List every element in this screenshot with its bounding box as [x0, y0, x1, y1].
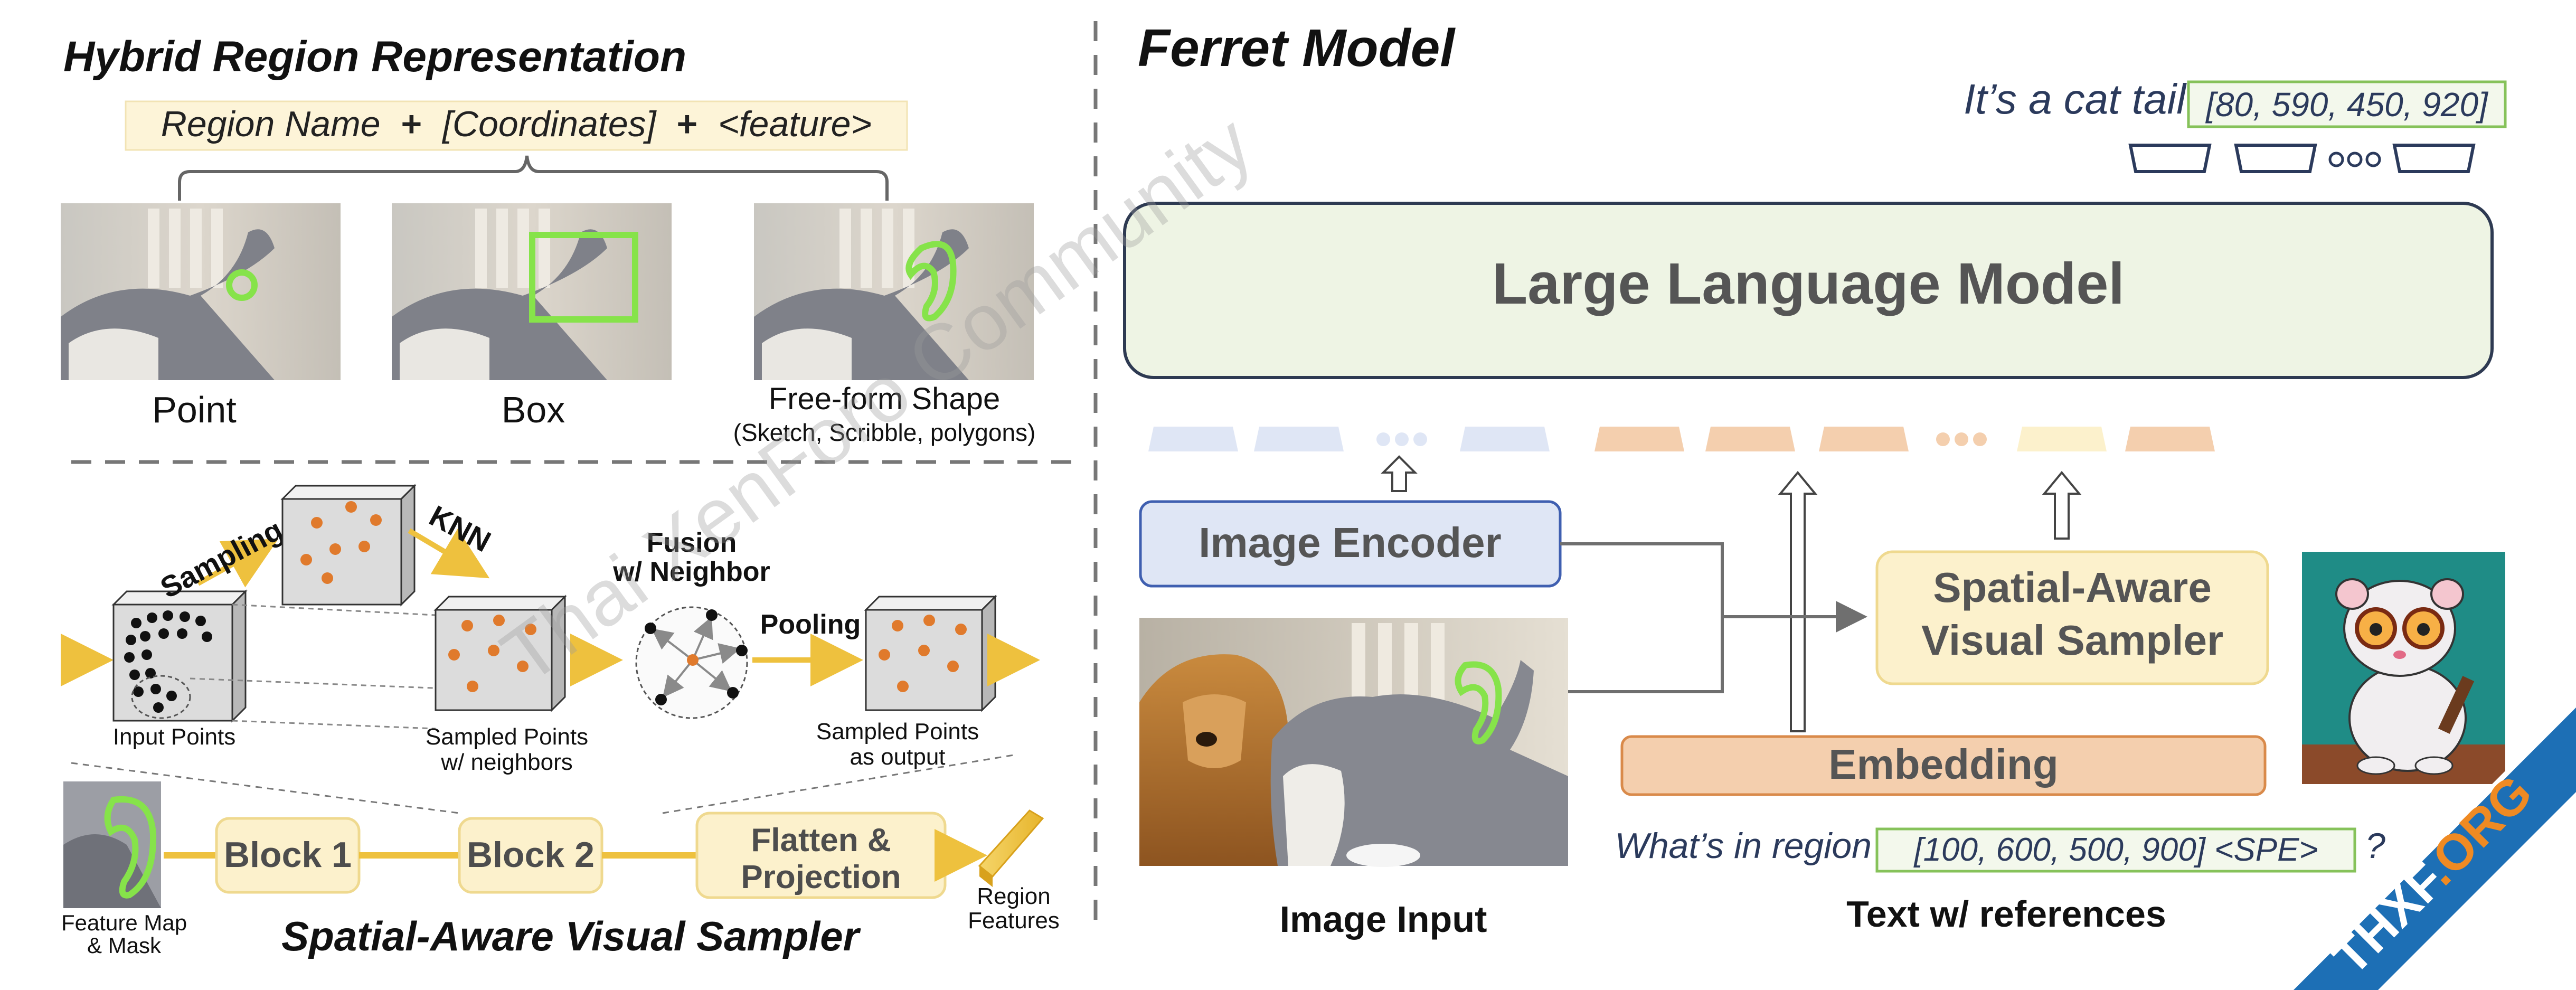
box-marker [529, 232, 638, 323]
output-tokens [2128, 144, 2476, 173]
formula-plus-1: + [401, 104, 422, 144]
ferret-model-title: Ferret Model [1138, 18, 1456, 78]
example-freeform-label: Free-form Shape [769, 382, 1000, 416]
output-coords: [80, 590, 450, 920] [2205, 86, 2488, 124]
embedding-box [1620, 735, 2267, 796]
query-suffix: ? [2365, 826, 2385, 866]
embedding-up-arrow [1778, 470, 1818, 732]
llm-box [1123, 202, 2494, 379]
feature-map-image [63, 781, 161, 908]
query-prefix: What’s in region [1615, 826, 1872, 866]
sampler-up-arrow [2042, 470, 2082, 540]
fusion-label-2: w/ Neighbor [612, 557, 770, 587]
fusion-neighbor-diagram [635, 606, 748, 719]
formula-plus-2: + [676, 104, 697, 144]
example-box-image [392, 203, 672, 380]
sampled-neighbors-label-1: Sampled Points [426, 724, 588, 750]
ferret-model-section: Ferret Model It’s a cat tail [80, 590, 4… [1123, 18, 2507, 940]
region-feature-vector [978, 809, 1044, 887]
region-features-label-1: Region [977, 883, 1050, 909]
sampled-neighbors-cube [433, 595, 567, 712]
sampled-cube-top [280, 484, 417, 607]
spatial-sampler-label-1: Spatial-Aware [1933, 564, 2212, 611]
query-coords-box [1875, 827, 2356, 873]
text-refs-label: Text w/ references [1846, 893, 2166, 935]
sampling-arrow [196, 539, 279, 588]
block-1-label: Block 1 [224, 835, 352, 875]
projection-lines [190, 604, 460, 730]
sampler-section-title: Spatial-Aware Visual Sampler [281, 913, 861, 959]
hybrid-region-section: Hybrid Region Representation Region Name… [61, 33, 1035, 446]
hybrid-region-title: Hybrid Region Representation [63, 33, 686, 81]
input-image [1139, 618, 1568, 867]
output-points-label-2: as output [850, 744, 945, 770]
knn-arrow [408, 528, 490, 579]
feature-flow-lines [1528, 542, 1867, 693]
flatten-label-2: Projection [741, 859, 901, 895]
point-marker [226, 269, 258, 301]
query-coords: [100, 600, 500, 900] <SPE> [1913, 832, 2318, 868]
text-tokens [1594, 427, 2215, 451]
formula-feature: <feature> [718, 104, 872, 144]
region-token [2017, 427, 2107, 451]
encoder-up-arrow [1381, 455, 1418, 492]
embedding-label: Embedding [1828, 741, 2059, 788]
output-text: It’s a cat tail [1964, 76, 2187, 122]
fusion-label-1: Fusion [647, 527, 737, 558]
zoom-lines [71, 754, 1014, 814]
input-points-label: Input Points [113, 724, 235, 750]
output-coords-box [2187, 80, 2507, 128]
example-freeform-sublabel: (Sketch, Scribble, polygons) [733, 419, 1036, 446]
region-features-label-2: Features [968, 908, 1060, 934]
freeform-marker [905, 241, 957, 322]
image-encoder-label: Image Encoder [1199, 519, 1502, 566]
formula-coordinates: [Coordinates] [441, 104, 657, 144]
image-token-ellipsis [1376, 432, 1427, 446]
example-point-label: Point [152, 389, 237, 430]
example-point-image [61, 203, 341, 380]
knn-label: KNN [424, 499, 496, 559]
image-tokens [1148, 427, 1550, 451]
feature-map-label-2: & Mask [87, 933, 162, 958]
formula-region-name: Region Name [161, 104, 381, 144]
formula-text: Region Name + [Coordinates] + <feature> [161, 104, 872, 144]
output-points-label-1: Sampled Points [816, 719, 979, 744]
example-freeform-image [754, 203, 1034, 380]
formula-background [125, 100, 908, 151]
spatial-sampler-box [1875, 550, 2269, 685]
flatten-label-1: Flatten & [751, 822, 891, 859]
llm-label: Large Language Model [1492, 251, 2125, 316]
spatial-sampler-label-2: Visual Sampler [1921, 617, 2223, 664]
text-token-ellipsis [1936, 432, 1987, 446]
feature-map-label-1: Feature Map [61, 910, 187, 935]
example-box-label: Box [502, 389, 565, 430]
input-point-dots [124, 610, 212, 713]
input-image-region-mask [1455, 661, 1502, 744]
formula-brace [178, 155, 889, 201]
output-token-ellipsis [2328, 152, 2381, 167]
pooling-label: Pooling [760, 609, 861, 640]
thxf-badge-label: THXF.ORG [2322, 765, 2543, 986]
sampled-neighbors-label-2: w/ neighbors [440, 749, 572, 775]
feature-mask-shape [104, 796, 157, 899]
local-neighborhood-ellipse [131, 675, 191, 719]
ferret-mascot-image [2302, 552, 2505, 784]
input-points-cube [111, 589, 248, 723]
sampler-detail-section: Input Points Sampling KNN [61, 484, 1060, 959]
image-input-label: Image Input [1280, 899, 1487, 940]
output-points-cube [864, 595, 997, 712]
block-2-label: Block 2 [467, 835, 595, 875]
